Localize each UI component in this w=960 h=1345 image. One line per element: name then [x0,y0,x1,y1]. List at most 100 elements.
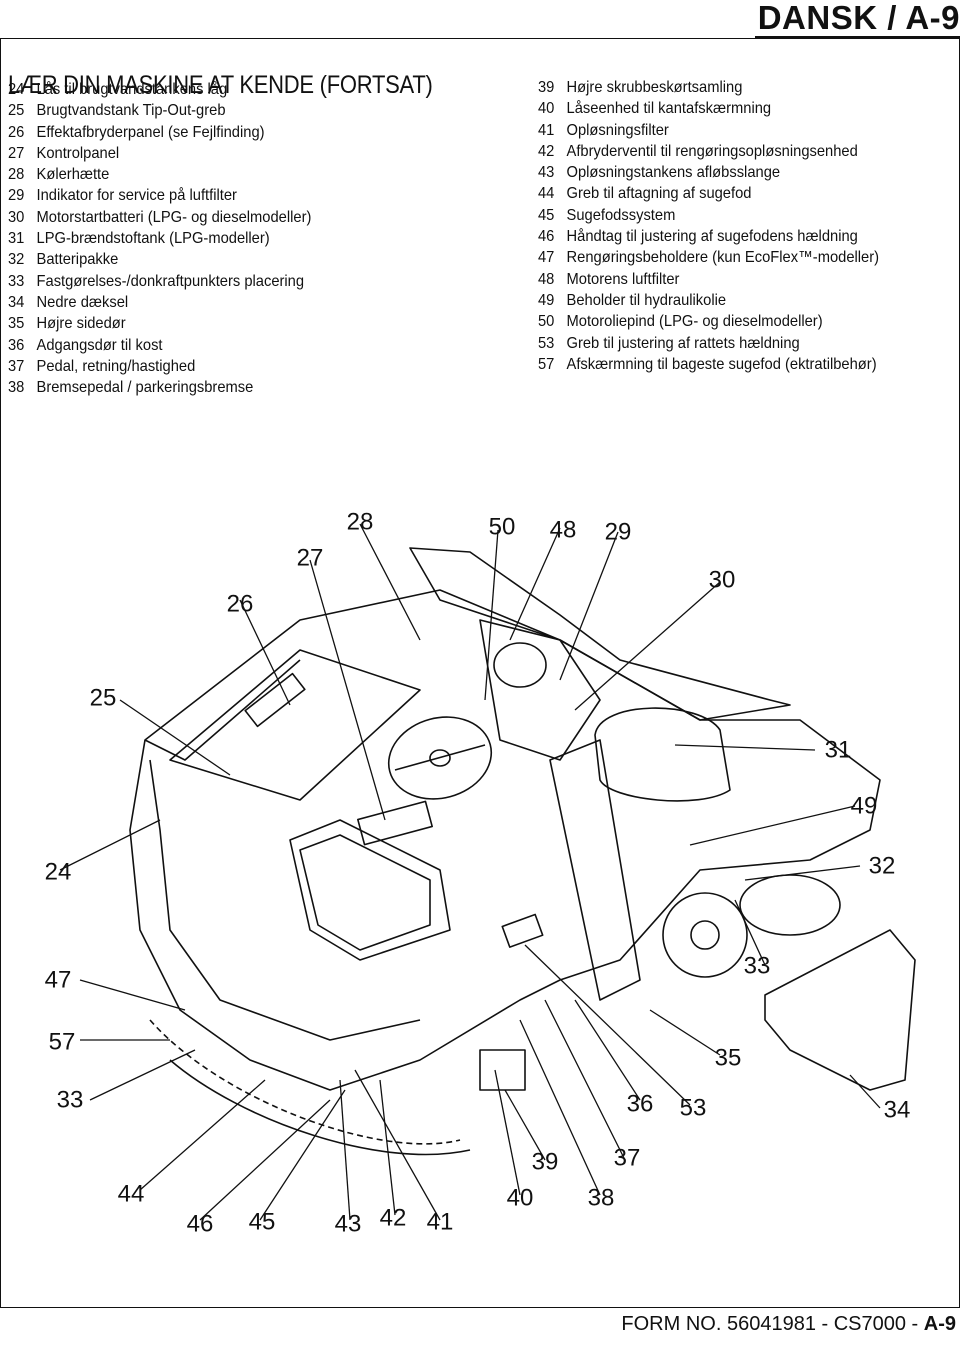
legend-text: Beholder til hydraulikolie [566,291,727,309]
legend-text: Lås til brugtvandstankens låg [36,81,228,98]
legend-item: 50 Motoroliepind (LPG- og dieselmodeller) [538,311,879,332]
callout-33-left: 33 [57,1087,84,1114]
callout-36: 36 [627,1091,654,1118]
legend-text: Opløsningsfilter [566,121,669,139]
legend-text: Højre skrubbeskørtsamling [566,79,743,96]
legend-number: 42 [538,142,555,160]
legend-number: 45 [538,206,555,224]
callout-47: 47 [45,967,72,994]
legend-text: Håndtag til justering af sugefodens hæld… [566,228,858,246]
legend-number: 50 [538,313,555,331]
legend-number: 30 [8,208,25,226]
legend-number: 41 [538,121,555,139]
legend-text: LPG-brændstoftank (LPG-modeller) [36,230,270,248]
legend-text: Låseenhed til kantafskærmning [566,100,772,118]
callout-27: 27 [297,545,324,572]
legend-list-right: 39 Højre skrubbeskørtsamling 40 Låseenhed t… [538,77,909,375]
legend-number: 48 [538,270,555,288]
legend-text: Opløsningstankens afløbsslange [566,164,781,182]
side-broom [739,874,841,936]
legend-number: 34 [8,293,25,311]
legend-number: 27 [8,144,25,162]
footer-form-number: FORM NO. 56041981 - CS7000 - A-9 [621,1313,956,1336]
callout-57: 57 [49,1029,76,1056]
legend-text: Afskærmning til bageste sugefod (ektrati… [566,355,877,373]
callout-38: 38 [588,1185,615,1212]
legend-item: 41 Opløsningsfilter [538,120,879,141]
legend-number: 53 [538,334,555,352]
legend-text: Kølerhætte [36,166,110,184]
callout-42: 42 [380,1205,407,1232]
legend-number: 35 [8,315,25,333]
legend-text: Batteripakke [36,251,119,269]
callout-49: 49 [851,793,878,820]
legend-text: Fastgørelses-/donkraftpunkters placering [36,272,305,290]
legend-number: 40 [538,100,555,118]
front-wheel [662,892,748,978]
callout-35: 35 [715,1045,742,1072]
lpg-tank [594,707,731,802]
legend-text: Afbryderventil til rengøringsopløsningse… [566,142,858,160]
legend-number: 39 [538,79,555,96]
legend-item: 43 Opløsningstankens afløbsslange [538,162,879,183]
callout-33-right: 33 [744,953,771,980]
callout-53: 53 [680,1095,707,1122]
callout-50: 50 [489,514,516,541]
callout-39: 39 [532,1149,559,1176]
callout-26: 26 [227,591,254,618]
legend-number: 31 [8,230,25,248]
machine-diagram: 24 25 26 27 28 29 30 31 32 33 33 34 35 3… [45,509,916,1238]
legend-text: Bremsepedal / parkeringsbremse [36,379,254,397]
legend-number: 24 [8,81,25,98]
callout-25: 25 [90,685,117,712]
callout-labels: 24 25 26 27 28 29 30 31 32 33 33 34 35 3… [45,509,911,1238]
legend-number: 37 [8,357,25,375]
legend-item: 40 Låseenhed til kantafskærmning [538,98,879,119]
callout-31: 31 [825,737,852,764]
legend-item: 35 Højre sidedør [8,313,311,334]
callout-44: 44 [118,1181,145,1208]
legend-number: 25 [8,102,25,120]
legend-number: 38 [8,379,25,397]
legend-text: Sugefodssystem [566,206,676,224]
legend-number: 43 [538,164,555,182]
engine-compartment [479,619,601,761]
callout-34: 34 [884,1097,911,1124]
legend-item: 24 Lås til brugtvandstankens låg [8,79,311,100]
callout-30: 30 [709,567,736,594]
legend-text: Adgangsdør til kost [36,336,163,354]
callout-43: 43 [335,1211,362,1238]
legend-number: 26 [8,123,25,141]
legend-text: Brugtvandstank Tip-Out-greb [36,102,226,120]
legend-text: Motoroliepind (LPG- og dieselmodeller) [566,313,823,331]
operator-seat [289,819,451,961]
callout-41: 41 [427,1209,454,1236]
legend-text: Nedre dæksel [36,293,129,311]
squeegee [149,1019,461,1145]
legend-item: 34 Nedre dæksel [8,292,311,313]
recovery-tank [169,649,421,801]
radiator-hood [409,547,791,721]
legend-item: 42 Afbryderventil til rengøringsopløsning… [538,141,879,162]
legend-item: 25 Brugtvandstank Tip-Out-greb [8,100,311,121]
legend-number: 47 [538,249,555,267]
legend-number: 44 [538,185,555,203]
footer-form-text: FORM NO. 56041981 - CS7000 - [621,1313,924,1335]
legend-item: 39 Højre skrubbeskørtsamling [538,77,879,98]
legend-text: Greb til aftagning af sugefod [566,185,752,203]
legend-list-left: 24 Lås til brugtvandstankens låg 25 Brugtva… [8,79,338,398]
legend-text: Effektafbryderpanel (se Fejlfinding) [36,123,265,141]
legend-text: Højre sidedør [36,315,126,333]
legend-number: 29 [8,187,25,205]
